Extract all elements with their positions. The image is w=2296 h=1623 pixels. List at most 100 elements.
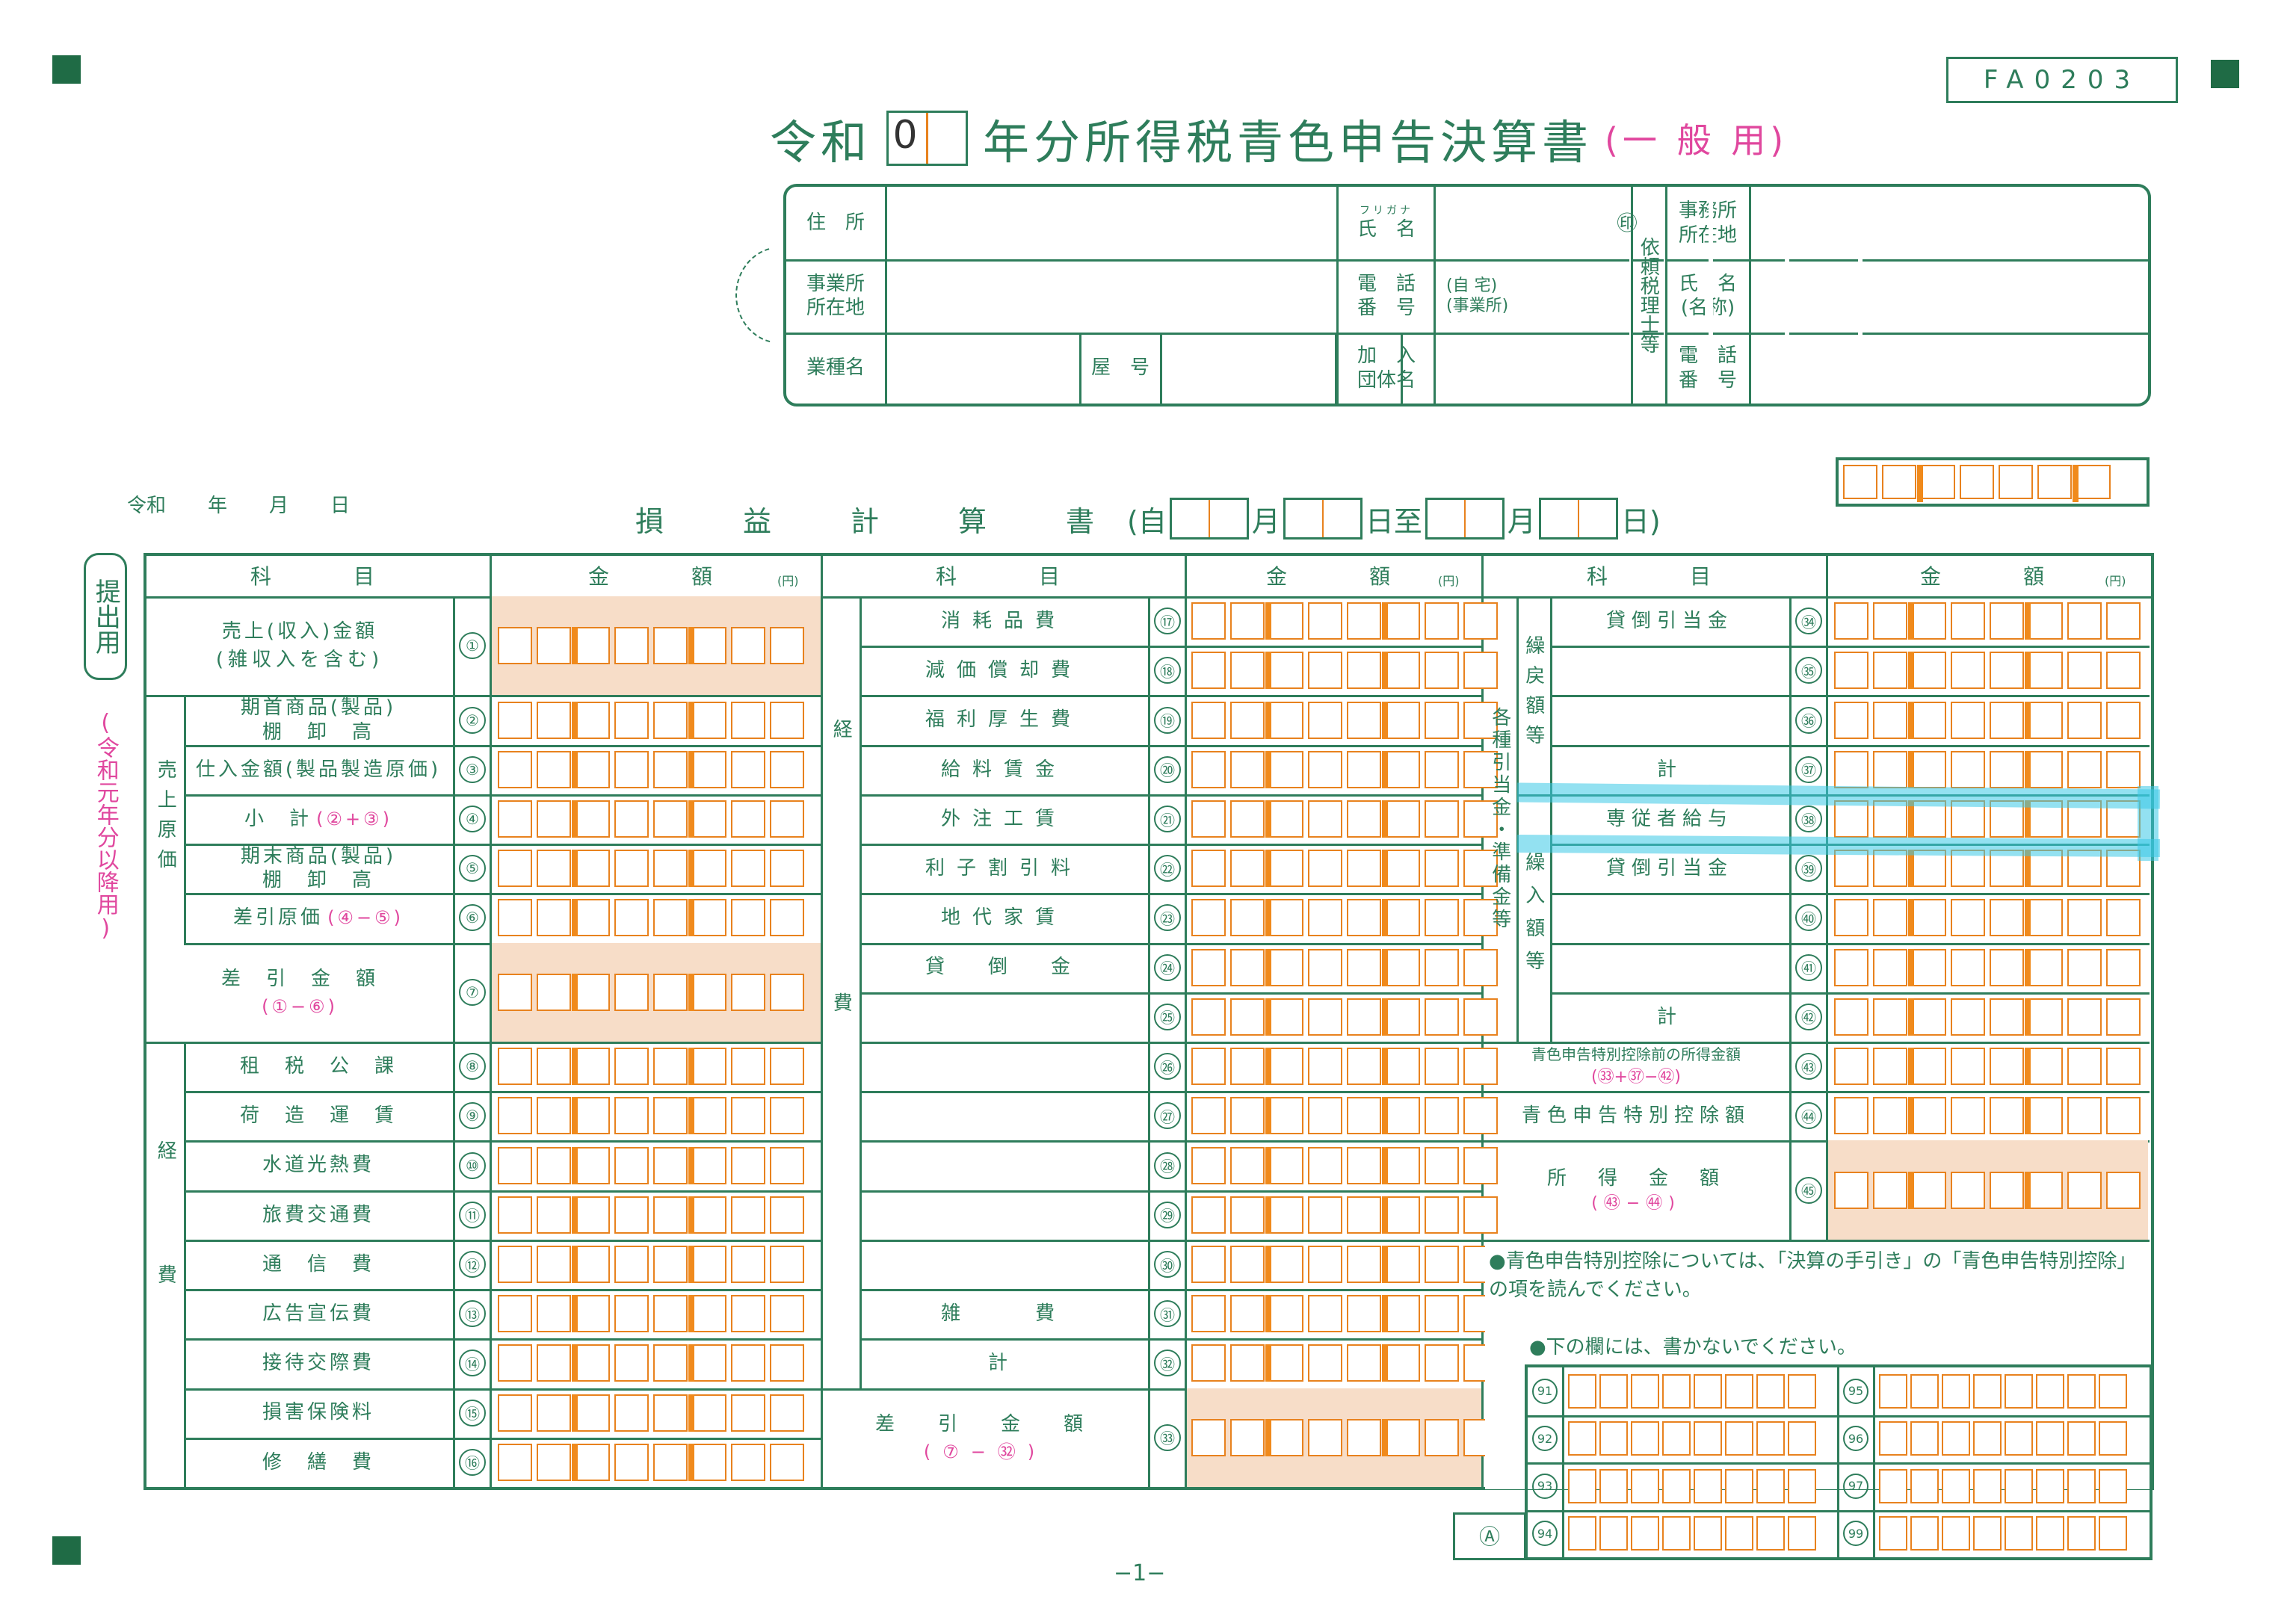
digit-box[interactable] xyxy=(1382,1295,1420,1333)
digit-box[interactable] xyxy=(1951,750,1985,788)
digit-box[interactable] xyxy=(537,1048,571,1086)
digit-box[interactable] xyxy=(731,800,765,838)
digit-box[interactable] xyxy=(2025,602,2063,640)
digit-box[interactable] xyxy=(1834,1171,1868,1209)
digit-box[interactable] xyxy=(498,1394,532,1432)
digit-box[interactable] xyxy=(1951,998,1985,1036)
digit-box[interactable] xyxy=(770,850,804,888)
digit-box[interactable] xyxy=(1425,850,1459,888)
digit-box[interactable] xyxy=(572,973,610,1011)
digit-box[interactable] xyxy=(2036,1516,2064,1551)
digit-box[interactable] xyxy=(1191,1246,1226,1283)
digit-box[interactable] xyxy=(1191,652,1226,690)
digit-box[interactable] xyxy=(1382,701,1420,739)
digit-box[interactable] xyxy=(1834,899,1868,937)
address-input[interactable] xyxy=(887,187,1336,259)
digit-box[interactable] xyxy=(614,1344,649,1382)
digit-box[interactable] xyxy=(2067,1516,2096,1551)
digit-box[interactable] xyxy=(537,1097,571,1135)
digit-box[interactable] xyxy=(1230,1295,1265,1333)
digit-box[interactable] xyxy=(1308,602,1342,640)
office-input-93[interactable] xyxy=(1568,1468,1816,1503)
digit-box[interactable] xyxy=(2067,1373,2096,1409)
digit-box[interactable] xyxy=(1308,1048,1342,1086)
digit-box[interactable] xyxy=(1191,1048,1226,1086)
digit-box[interactable] xyxy=(1463,1146,1498,1184)
shop-name-input[interactable] xyxy=(1162,333,1336,404)
digit-box[interactable] xyxy=(653,800,688,838)
digit-box[interactable] xyxy=(688,1344,726,1382)
digit-box[interactable] xyxy=(537,1196,571,1234)
digit-box[interactable] xyxy=(1873,1171,1907,1209)
digit-box[interactable] xyxy=(1191,1196,1226,1234)
digit-box[interactable] xyxy=(1382,1196,1420,1234)
digit-box[interactable] xyxy=(614,1146,649,1184)
digit-box[interactable] xyxy=(1990,998,2024,1036)
digit-box[interactable] xyxy=(1908,1097,1946,1135)
digit-box[interactable] xyxy=(1191,800,1226,838)
digit-box[interactable] xyxy=(2005,1421,2033,1456)
digit-box[interactable] xyxy=(770,1146,804,1184)
digit-box[interactable] xyxy=(1382,1048,1420,1086)
digit-box[interactable] xyxy=(1425,899,1459,937)
digit-box[interactable] xyxy=(572,1146,610,1184)
amount-input-18[interactable] xyxy=(1191,652,1498,690)
digit-box[interactable] xyxy=(1308,1295,1342,1333)
digit-box[interactable] xyxy=(1347,850,1381,888)
digit-box[interactable] xyxy=(1599,1373,1628,1409)
digit-box[interactable] xyxy=(1788,1421,1816,1456)
digit-box[interactable] xyxy=(1463,1196,1498,1234)
digit-box[interactable] xyxy=(1382,652,1420,690)
digit-box[interactable] xyxy=(1568,1516,1596,1551)
digit-box[interactable] xyxy=(688,1196,726,1234)
digit-box[interactable] xyxy=(1756,1468,1785,1503)
digit-box[interactable] xyxy=(2036,1468,2064,1503)
digit-box[interactable] xyxy=(614,627,649,665)
digit-box[interactable] xyxy=(498,973,532,1011)
digit-box[interactable] xyxy=(572,1246,610,1283)
digit-box[interactable] xyxy=(1834,948,1868,986)
digit-box[interactable] xyxy=(1382,750,1420,788)
digit-box[interactable] xyxy=(1631,1421,1659,1456)
digit-box[interactable] xyxy=(1662,1421,1691,1456)
digit-box[interactable] xyxy=(2025,750,2063,788)
digit-box[interactable] xyxy=(1230,1097,1265,1135)
digit-box[interactable] xyxy=(1725,1516,1753,1551)
amount-input-26[interactable] xyxy=(1191,1048,1498,1086)
digit-box[interactable] xyxy=(572,1097,610,1135)
digit-box[interactable] xyxy=(2067,948,2102,986)
digit-box[interactable] xyxy=(2025,998,2063,1036)
digit-box[interactable] xyxy=(1873,1097,1907,1135)
digit-box[interactable] xyxy=(1834,1048,1868,1086)
amount-input-35[interactable] xyxy=(1834,652,2141,690)
digit-box[interactable] xyxy=(1725,1468,1753,1503)
amount-input-45[interactable] xyxy=(1834,1171,2141,1209)
digit-box[interactable] xyxy=(1990,750,2024,788)
digit-box[interactable] xyxy=(2067,899,2102,937)
digit-box[interactable] xyxy=(1834,701,1868,739)
digit-box[interactable] xyxy=(1382,1097,1420,1135)
digit-box[interactable] xyxy=(1942,1468,1970,1503)
digit-box[interactable] xyxy=(1347,800,1381,838)
digit-box[interactable] xyxy=(1463,998,1498,1036)
digit-box[interactable] xyxy=(2099,1516,2127,1551)
digit-box[interactable] xyxy=(688,1146,726,1184)
amount-input-19[interactable] xyxy=(1191,701,1498,739)
amount-input-21[interactable] xyxy=(1191,800,1498,838)
digit-box[interactable] xyxy=(498,750,532,788)
digit-box[interactable] xyxy=(498,1097,532,1135)
digit-box[interactable] xyxy=(1631,1373,1659,1409)
digit-box[interactable] xyxy=(1382,1418,1420,1456)
digit-box[interactable] xyxy=(1973,1421,2002,1456)
digit-box[interactable] xyxy=(2005,1516,2033,1551)
digit-box[interactable] xyxy=(1308,750,1342,788)
digit-box[interactable] xyxy=(2099,1421,2127,1456)
office-input-92[interactable] xyxy=(1568,1421,1816,1456)
digit-box[interactable] xyxy=(572,800,610,838)
digit-box[interactable] xyxy=(1347,948,1381,986)
to-day-box[interactable] xyxy=(1538,498,1618,540)
digit-box[interactable] xyxy=(1265,850,1303,888)
union-input[interactable] xyxy=(1436,333,1630,404)
digit-box[interactable] xyxy=(1308,948,1342,986)
digit-box[interactable] xyxy=(498,1048,532,1086)
